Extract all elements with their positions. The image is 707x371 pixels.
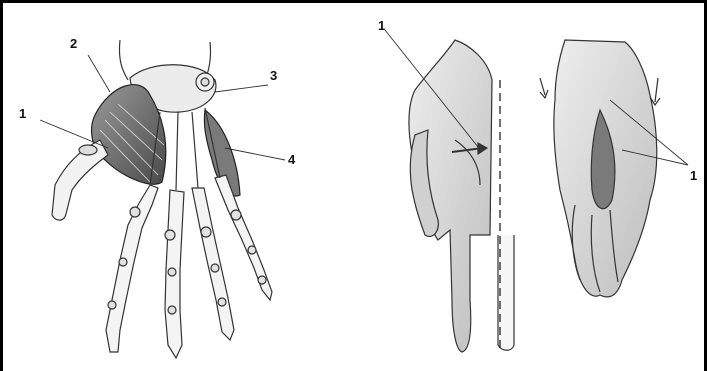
label-1-dorsal: 1 [378, 18, 385, 33]
label-3: 3 [270, 68, 277, 83]
cupped-hand-drawing [540, 40, 660, 297]
label-2: 2 [70, 36, 77, 51]
skeletal-hand-drawing [52, 40, 272, 358]
label-1-left: 1 [19, 106, 26, 121]
label-4: 4 [288, 152, 295, 167]
label-1-cupped: 1 [690, 168, 697, 183]
dorsal-hand-drawing [409, 40, 514, 352]
